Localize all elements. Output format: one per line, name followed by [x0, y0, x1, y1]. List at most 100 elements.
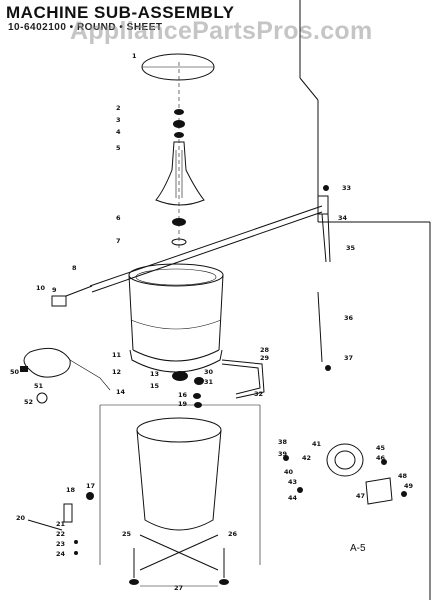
- upper-tub-wall: [128, 274, 134, 351]
- part-7-ring: [171, 238, 187, 246]
- part-16-washer: [193, 393, 201, 399]
- callout-26: 26: [228, 530, 238, 538]
- part-39-screw: [283, 455, 289, 461]
- part-50-wire-harness: [23, 347, 71, 378]
- part-35-tube: [327, 213, 331, 263]
- callout-45: 45: [376, 444, 386, 452]
- part-21-clamp: [63, 503, 73, 523]
- part-41-motor: [326, 443, 364, 477]
- callout-37: 37: [344, 354, 353, 362]
- part-15-pump: [172, 371, 188, 381]
- bracket-link: [65, 285, 93, 297]
- part-45-screw: [381, 459, 387, 465]
- callout-40: 40: [284, 468, 294, 476]
- part-36-rod: [317, 291, 323, 363]
- callout-1: 1: [132, 52, 137, 60]
- part-23-screw: [74, 540, 78, 544]
- base-leg: [139, 534, 219, 571]
- upper-tub-rim: [128, 263, 224, 287]
- callout-36: 36: [344, 314, 354, 322]
- foot-27-left: [129, 579, 139, 585]
- callout-3: 3: [116, 116, 121, 124]
- callout-19: 19: [178, 400, 188, 408]
- callout-50: 50: [10, 368, 20, 376]
- part-32-hose: [221, 363, 261, 395]
- part-35-tube: [321, 213, 327, 263]
- drive-rod: [91, 211, 323, 293]
- callout-23: 23: [56, 540, 65, 548]
- callout-35: 35: [346, 244, 356, 252]
- callout-41: 41: [312, 440, 322, 448]
- part-3-seal: [173, 120, 185, 128]
- part-33-cap: [323, 185, 329, 191]
- callout-28: 28: [260, 346, 270, 354]
- callout-8: 8: [72, 264, 77, 272]
- callout-33: 33: [342, 184, 351, 192]
- callout-38: 38: [278, 438, 288, 446]
- drive-rod: [89, 205, 323, 287]
- part-20-rod: [27, 519, 63, 531]
- callout-49: 49: [404, 482, 414, 490]
- callout-27: 27: [174, 584, 183, 592]
- figure-code: A-5: [350, 543, 366, 554]
- callout-10: 10: [36, 284, 46, 292]
- callout-39: 39: [278, 450, 288, 458]
- part-44-screw: [297, 487, 303, 493]
- harness-wire: [69, 359, 111, 391]
- part-37-nut: [325, 365, 331, 371]
- callout-43: 43: [288, 478, 297, 486]
- callout-46: 46: [376, 454, 386, 462]
- callout-14: 14: [116, 388, 126, 396]
- callout-47: 47: [356, 492, 365, 500]
- callout-20: 20: [16, 514, 26, 522]
- tub-band: [130, 319, 222, 330]
- callout-4: 4: [116, 128, 121, 136]
- diagram-title: MACHINE SUB-ASSEMBLY: [6, 3, 235, 22]
- part-9-bracket: [51, 295, 67, 307]
- harness-plug: [20, 366, 28, 372]
- upper-tub-wall: [218, 274, 224, 351]
- callout-32: 32: [254, 390, 263, 398]
- callout-9: 9: [52, 286, 57, 294]
- frame-line: [299, 77, 319, 101]
- part-4-washer: [174, 132, 184, 138]
- callout-15: 15: [150, 382, 160, 390]
- callout-24: 24: [56, 550, 66, 558]
- part-47-mount: [365, 477, 393, 505]
- diagram-subtitle: 10-6402100 • ROUND • SHEET: [8, 22, 163, 33]
- part-49-washer: [401, 491, 407, 497]
- callout-52: 52: [24, 398, 33, 406]
- callout-51: 51: [34, 382, 44, 390]
- upper-tub-base: [132, 349, 220, 362]
- foot-27-right: [219, 579, 229, 585]
- callout-31: 31: [204, 378, 214, 386]
- callout-13: 13: [150, 370, 159, 378]
- callout-11: 11: [112, 351, 122, 359]
- callout-12: 12: [112, 368, 121, 376]
- part-2-washer: [174, 109, 184, 115]
- callout-44: 44: [288, 494, 298, 502]
- callout-22: 22: [56, 530, 65, 538]
- callout-5: 5: [116, 144, 121, 152]
- part-34-fitting: [317, 195, 329, 215]
- part-24-screw: [74, 551, 78, 555]
- upper-tub-inner: [135, 268, 217, 286]
- motor-face: [334, 450, 356, 470]
- outer-tub-rim: [136, 417, 222, 443]
- callout-21: 21: [56, 520, 66, 528]
- callout-16: 16: [178, 391, 188, 399]
- watermark: AppliancePartsPros.com: [70, 17, 373, 45]
- callout-42: 42: [302, 454, 311, 462]
- part-6-nut: [172, 218, 186, 226]
- part-30-bearing: [194, 377, 204, 385]
- callout-2: 2: [116, 104, 121, 112]
- part-32-hose: [221, 359, 265, 399]
- callout-7: 7: [116, 237, 121, 245]
- part-5-agitator: [155, 141, 205, 206]
- callout-17: 17: [86, 482, 95, 490]
- callout-34: 34: [338, 214, 348, 222]
- callout-18: 18: [66, 486, 76, 494]
